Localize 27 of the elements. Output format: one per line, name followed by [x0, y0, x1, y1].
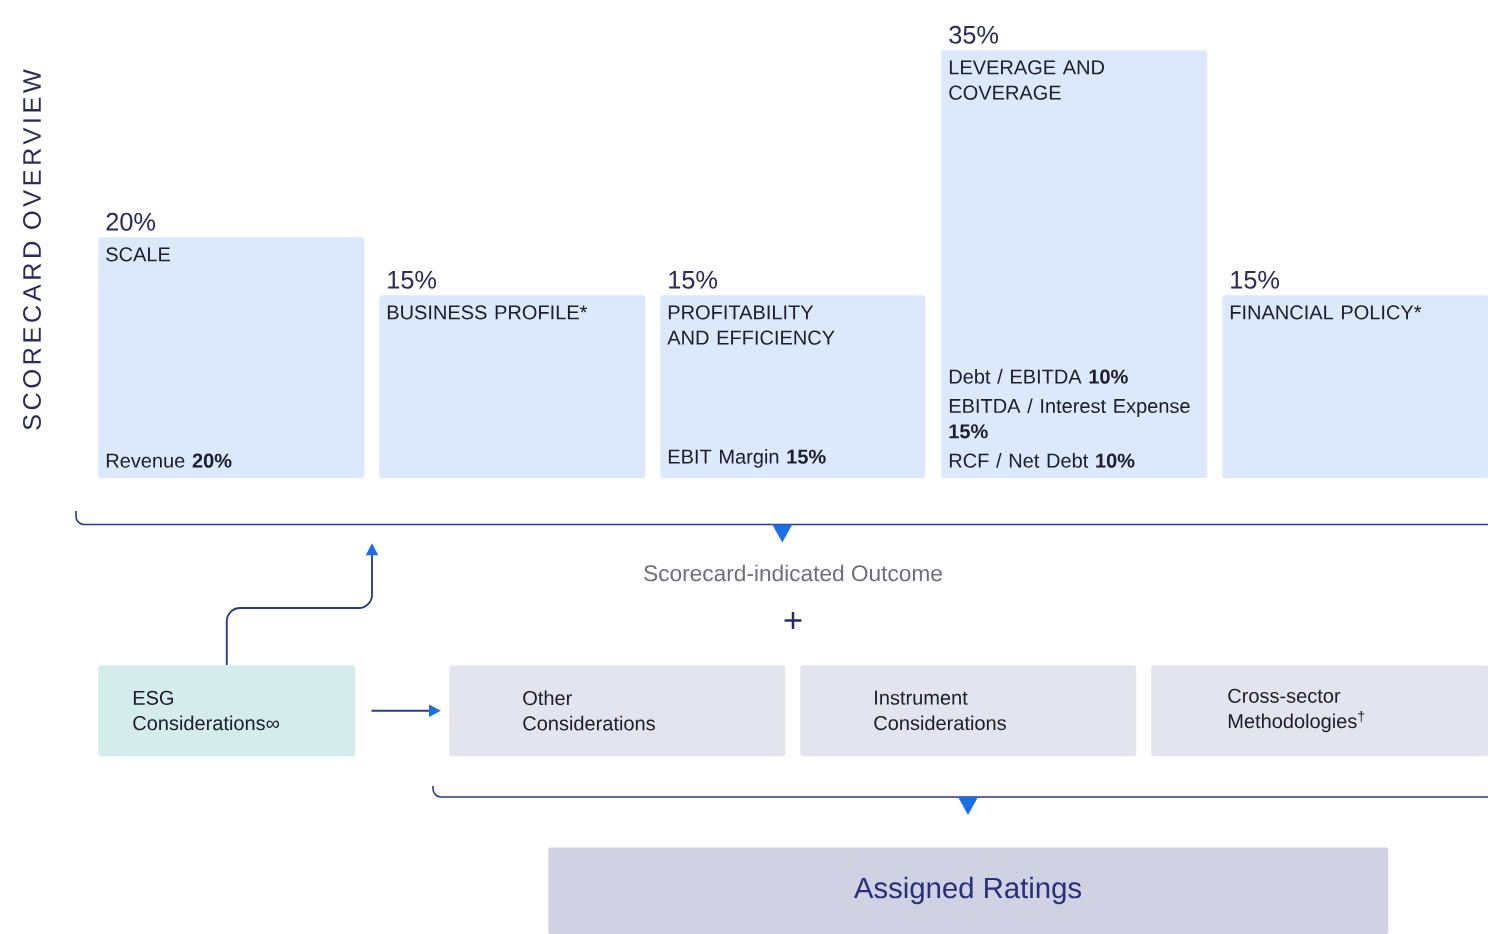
result-box: Assigned Ratings: [548, 847, 1389, 934]
weight-label: 15%: [669, 270, 718, 289]
node-label: SCALE: [106, 247, 170, 262]
category-box: PROFITABILITY AND EFFICIENCY EBIT Margin 15%: [660, 295, 926, 479]
category-box: FINANCIAL POLICY*: [1222, 295, 1488, 479]
category-box: BUSINESS PROFILE*: [379, 295, 646, 479]
consideration-box: Instrument Considerations: [800, 665, 1137, 757]
bracket: [75, 510, 1488, 543]
consideration-box: Cross-sector Methodologies$^{†}$: [1151, 665, 1488, 757]
plus-sign: +: [784, 612, 802, 629]
section-title: SCORECARD OVERVIEW: [23, 69, 41, 430]
category-box: LEVERAGE AND COVERAGE Debt / EBITDA 10% EBITDA / Interest Expense 15% RCF / Net Debt 10%: [941, 50, 1208, 479]
node-label: EBITDA / Interest Expense 15%: [949, 398, 1190, 439]
category-box: SCALE Revenue 20%: [98, 237, 365, 479]
node-label: Debt / EBITDA 10%: [949, 369, 1128, 384]
node-label: RCF / Net Debt 10%: [949, 453, 1135, 468]
node-label: EBIT Margin 15%: [668, 449, 826, 468]
consideration-box: ESG Considerations∞: [98, 665, 356, 757]
node-label: LEVERAGE AND COVERAGE: [949, 60, 1105, 100]
node-label: PROFITABILITY AND EFFICIENCY: [667, 305, 835, 345]
outcome-label: Scorecard-indicated Outcome: [644, 564, 942, 582]
node-label: Revenue 20%: [106, 453, 232, 468]
weight-label: 35%: [949, 25, 999, 44]
weight-label: 15%: [1231, 270, 1280, 289]
weight-label: 15%: [388, 270, 437, 289]
consideration-box: Other Considerations: [449, 665, 786, 757]
weight-label: 20%: [106, 212, 156, 231]
